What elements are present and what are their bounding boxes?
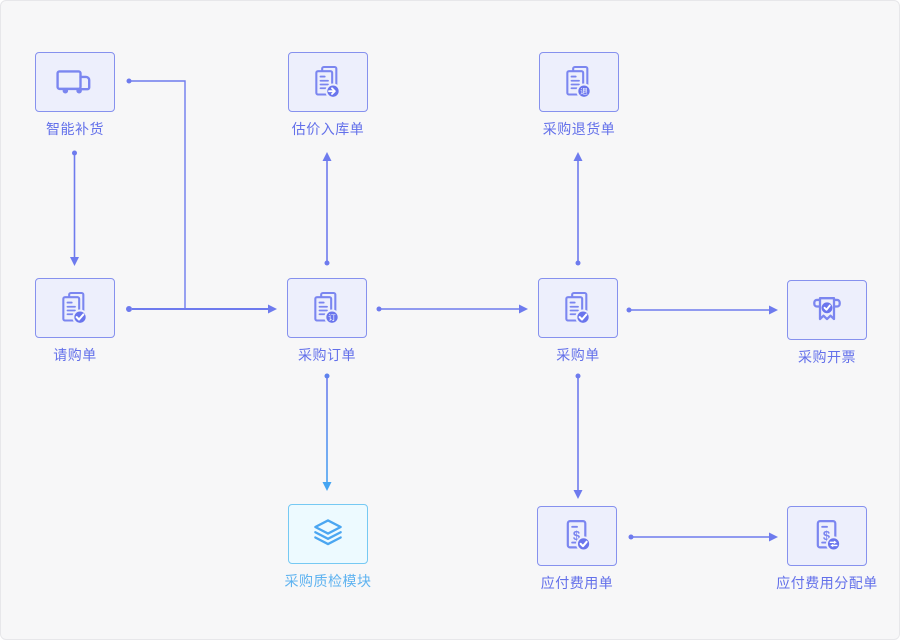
connector-po-to-receipt bbox=[376, 304, 528, 314]
document-order-icon: 订 bbox=[314, 291, 340, 325]
node-box[interactable]: 退 bbox=[539, 52, 619, 112]
node-purchase-receipt[interactable]: 采购单 bbox=[498, 278, 658, 362]
document-arrow-icon bbox=[315, 65, 341, 99]
node-box[interactable] bbox=[288, 52, 368, 112]
connector-requisition-to-po bbox=[126, 304, 277, 314]
node-purchase-return[interactable]: 退 采购退货单 bbox=[499, 52, 659, 136]
bill-swap-icon: $ bbox=[816, 520, 842, 552]
node-label: 采购质检模块 bbox=[284, 573, 372, 589]
connector-receipt-to-invoicing bbox=[626, 305, 778, 315]
document-check-icon bbox=[565, 291, 591, 325]
dollar-glyph: $ bbox=[823, 528, 831, 543]
ticket-check-icon bbox=[813, 297, 841, 321]
connector-payable-to-allocation bbox=[628, 532, 778, 542]
node-box[interactable] bbox=[787, 280, 867, 340]
node-box[interactable] bbox=[538, 278, 618, 338]
node-qc-module[interactable]: 采购质检模块 bbox=[248, 504, 408, 588]
node-payable-allocation[interactable]: $ 应付费用分配单 bbox=[747, 506, 899, 591]
node-smart-replenishment[interactable]: 智能补货 bbox=[1, 52, 155, 137]
truck-icon bbox=[56, 70, 91, 94]
node-purchase-invoicing[interactable]: 采购开票 bbox=[747, 280, 899, 365]
node-box[interactable]: $ bbox=[787, 506, 867, 566]
bill-check-icon: $ bbox=[566, 520, 592, 552]
node-label: 智能补货 bbox=[46, 121, 104, 137]
swap-glyph bbox=[829, 540, 838, 548]
badge-text: 退 bbox=[580, 87, 588, 96]
node-valuation-inbound[interactable]: 估价入库单 bbox=[248, 52, 408, 136]
badge-text: 订 bbox=[328, 312, 336, 322]
document-check-icon bbox=[62, 291, 88, 325]
connector-receipt-to-return bbox=[573, 152, 583, 266]
node-box[interactable] bbox=[288, 504, 368, 564]
node-box[interactable]: 订 bbox=[287, 278, 367, 338]
node-label: 估价入库单 bbox=[291, 121, 365, 137]
node-box[interactable] bbox=[35, 52, 115, 112]
node-label: 应付费用分配单 bbox=[776, 575, 878, 591]
node-label: 采购退货单 bbox=[542, 121, 616, 137]
layers-icon bbox=[314, 519, 342, 546]
node-payable-expense[interactable]: $ 应付费用单 bbox=[497, 506, 657, 590]
connector-po-to-qc bbox=[322, 373, 332, 491]
connector-smart-to-requisition bbox=[70, 150, 79, 266]
dollar-glyph: $ bbox=[573, 528, 581, 543]
node-purchase-order[interactable]: 订 采购订单 bbox=[247, 278, 407, 362]
node-box[interactable]: $ bbox=[537, 506, 617, 566]
node-requisition[interactable]: 请购单 bbox=[1, 278, 155, 363]
node-label: 采购开票 bbox=[798, 349, 856, 365]
node-label: 采购订单 bbox=[298, 347, 356, 363]
connector-smart-to-po-elbow bbox=[126, 78, 186, 309]
node-label: 应付费用单 bbox=[540, 575, 614, 591]
connector-receipt-to-payable bbox=[573, 373, 583, 499]
node-label: 请购单 bbox=[53, 347, 97, 363]
document-return-icon: 退 bbox=[566, 65, 592, 99]
node-label: 采购单 bbox=[556, 347, 600, 363]
connector-po-to-valuation bbox=[322, 152, 332, 266]
node-box[interactable] bbox=[35, 278, 115, 338]
